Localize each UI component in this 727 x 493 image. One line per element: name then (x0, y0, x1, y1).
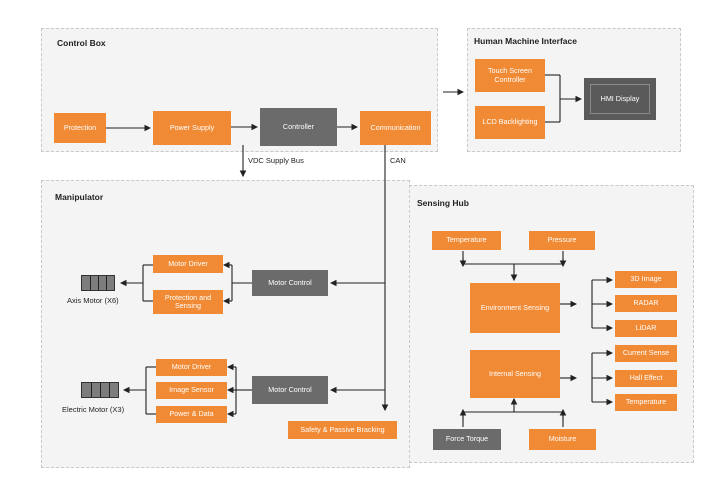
hmi-display-block: HMI Display (584, 78, 656, 120)
radar-block: RADAR (615, 295, 677, 312)
temperature-input-block: Temperature (432, 231, 501, 250)
power-data-block: Power & Data (156, 406, 227, 423)
vdc-supply-bus-label: VDC Supply Bus (248, 156, 304, 165)
image-3d-block: 3D Image (615, 271, 677, 288)
protection-block: Protection (54, 113, 106, 143)
lidar-block: LiDAR (615, 320, 677, 337)
safety-passive-braking-block: Safety & Passive Bracking (288, 421, 397, 439)
communication-block: Communication (360, 111, 431, 145)
axis-motor-label: Axis Motor (X6) (67, 296, 119, 305)
electric-motor-driver-block: Motor Driver (156, 359, 227, 376)
touch-screen-controller-block: Touch Screen Controller (475, 59, 545, 92)
electric-motor-control-block: Motor Control (252, 376, 328, 404)
image-sensor-block: Image Sensor (156, 382, 227, 399)
can-label: CAN (390, 156, 406, 165)
lcd-backlighting-block: LCD Backlighting (475, 106, 545, 139)
environment-sensing-block: Environment Sensing (470, 283, 560, 333)
current-sense-block: Current Sense (615, 345, 677, 362)
control-box-title: Control Box (57, 38, 106, 48)
protection-sensing-block: Protection and Sensing (153, 290, 223, 314)
manipulator-title: Manipulator (55, 192, 104, 202)
power-supply-block: Power Supply (153, 111, 231, 145)
axis-motor-control-block: Motor Control (252, 270, 328, 296)
axis-motor-driver-block: Motor Driver (153, 255, 223, 273)
temperature-output-block: Temperature (615, 394, 677, 411)
electric-motor-label: Electric Motor (X3) (62, 405, 125, 414)
hmi-display-label: HMI Display (590, 84, 650, 114)
axis-motor-icon (81, 275, 115, 291)
moisture-block: Moisture (529, 429, 596, 450)
hmi-title: Human Machine Interface (474, 36, 577, 46)
sensing-hub-title: Sensing Hub (417, 198, 469, 208)
hall-effect-block: Hall Effect (615, 370, 677, 387)
force-torque-block: Force Torque (433, 429, 501, 450)
controller-block: Controller (260, 108, 337, 146)
internal-sensing-block: Internal Sensing (470, 350, 560, 398)
electric-motor-icon (81, 382, 119, 398)
pressure-block: Pressure (529, 231, 595, 250)
